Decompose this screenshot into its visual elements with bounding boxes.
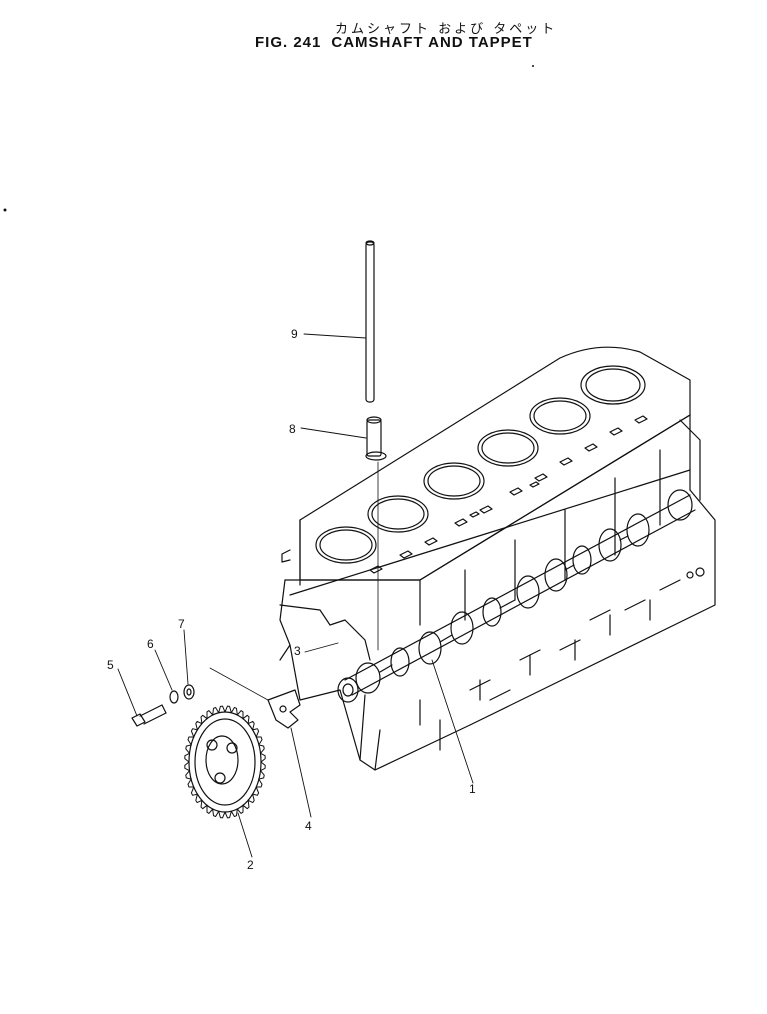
camshaft <box>337 489 696 703</box>
leader-9 <box>303 333 367 339</box>
callout-8: 8 <box>289 422 296 436</box>
title-japanese: カムシャフト および タペット <box>335 22 558 37</box>
callout-3: 3 <box>294 644 301 658</box>
figure-caption: CAMSHAFT AND TAPPET <box>331 34 533 51</box>
figure-title: FIG. 241 CAMSHAFT AND TAPPET <box>255 34 543 51</box>
figure-number: FIG. 241 <box>255 34 322 51</box>
leader-6 <box>154 649 173 691</box>
callout-2: 2 <box>247 858 254 872</box>
callout-labels: 1 2 3 4 5 6 7 8 9 <box>107 327 476 872</box>
callout-1: 1 <box>469 782 476 796</box>
bolt <box>131 704 167 727</box>
scan-mark <box>532 65 534 67</box>
camshaft-gear <box>184 705 266 819</box>
tappet <box>365 416 387 461</box>
thrust-plate <box>209 667 301 729</box>
push-rod <box>365 240 375 403</box>
leader-5 <box>117 668 138 717</box>
plain-washer <box>183 684 195 700</box>
leader-4 <box>290 727 312 818</box>
leader-lines <box>117 333 474 858</box>
spring-washer <box>169 690 179 704</box>
leader-7 <box>183 629 189 685</box>
leader-1 <box>431 659 474 784</box>
callout-7: 7 <box>178 617 185 631</box>
callout-6: 6 <box>147 637 154 651</box>
callout-4: 4 <box>305 819 312 833</box>
cylinder-block <box>279 346 716 771</box>
leader-8 <box>300 427 367 439</box>
scan-mark <box>3 208 7 212</box>
leader-2 <box>237 812 253 858</box>
callout-9: 9 <box>291 327 298 341</box>
callout-5: 5 <box>107 658 114 672</box>
leader-3 <box>304 642 339 653</box>
